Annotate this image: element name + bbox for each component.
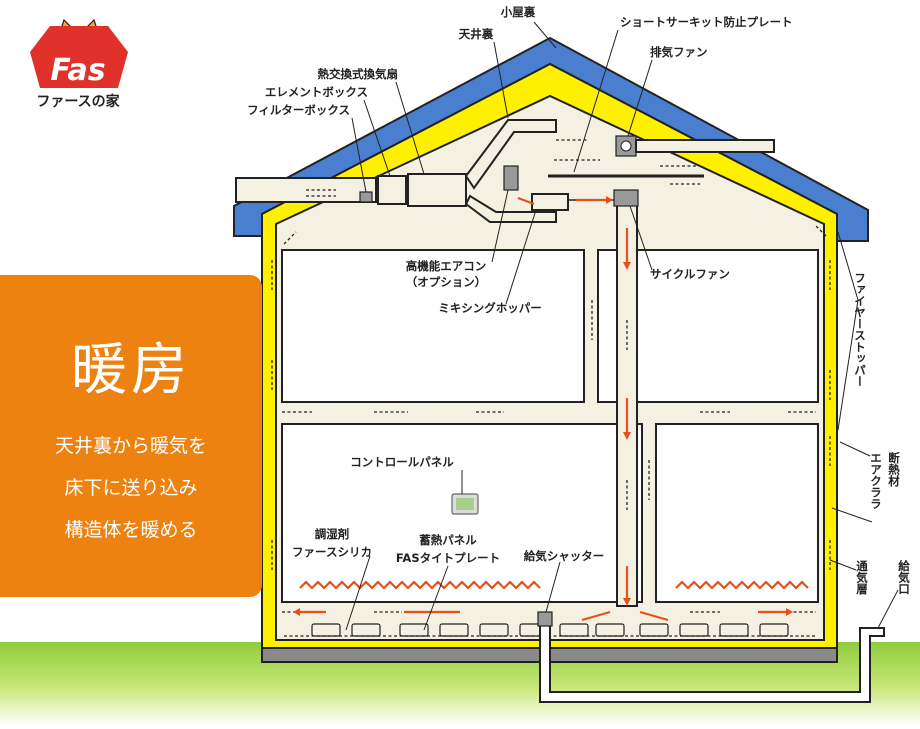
label-ceiling-space: 天井裏 [459,27,494,41]
label-element-box: エレメントボックス [265,85,368,99]
label-fas-tight-plate: FASタイトプレート [396,551,500,565]
label-aircrafter: エアクララ [869,452,883,510]
filter-box [359,191,373,203]
label-short-circuit-plate: ショートサーキット防止プレート [620,15,793,29]
brand-logo: Fas ファースの家 [30,18,128,110]
label-air-layer: 通気層 [855,560,869,595]
label-heat-exchanger: 熱交換式換気扇 [318,67,399,81]
leader-lines [345,21,899,631]
label-aircon-option: （オプション） [406,275,487,289]
label-attic: 小屋裏 [500,5,536,19]
label-insulation: 断熱材 [887,451,901,487]
label-insulation-group: 断熱材 エアクララ [869,451,901,509]
logo-text: Fas [50,53,105,88]
warm-zigzag-right [675,580,809,590]
label-mixing-hopper: ミキシングホッパー [438,301,542,315]
heating-info-panel: 暖房 天井裏から暖気を 床下に送り込み 構造体を暖める [0,275,262,597]
brand-name: ファースの家 [36,93,120,110]
panel-line-3: 構造体を暖める [64,519,198,541]
supply-inlet-pipe [539,613,885,703]
heat-exchanger-unit [407,173,467,207]
label-cycle-fan: サイクルファン [650,267,730,281]
heat-exchanger-duct [464,119,557,190]
panel-title: 暖房 [71,338,191,403]
label-fire-stopper: ファイヤーストッパー [853,272,867,387]
label-control-panel: コントロールパネル [350,455,454,469]
aircon [503,165,519,191]
mixing-hopper [531,193,569,211]
airflow-lines [271,139,831,613]
label-air-inlet: 給気口 [897,559,911,595]
cycle-fan [613,189,639,207]
label-exhaust-fan: 排気ファン [650,45,708,59]
label-aircon: 高機能エアコン [406,259,487,273]
room-lower-right [655,423,819,603]
warm-zigzag-left [299,580,541,590]
panel-line-2: 床下に送り込み [64,477,198,499]
exhaust-duct [635,139,775,153]
supply-shutter [537,611,553,627]
element-box [377,175,407,205]
label-filter-box: フィルターボックス [247,103,350,117]
svg-text:ファイヤーストッパー: ファイヤーストッパー [853,272,867,387]
warm-air-arrows [404,196,793,622]
control-panel-device [451,493,479,515]
label-supply-shutter: 給気シャッター [524,549,605,563]
label-fas-silica: ファースシリカ [292,545,372,559]
room-upper-left [281,249,585,403]
label-heat-storage-panel: 蓄熱パネル [419,533,477,547]
label-humidity-agent: 調湿剤 [315,527,350,541]
panel-line-1: 天井裏から暖気を [54,435,207,457]
